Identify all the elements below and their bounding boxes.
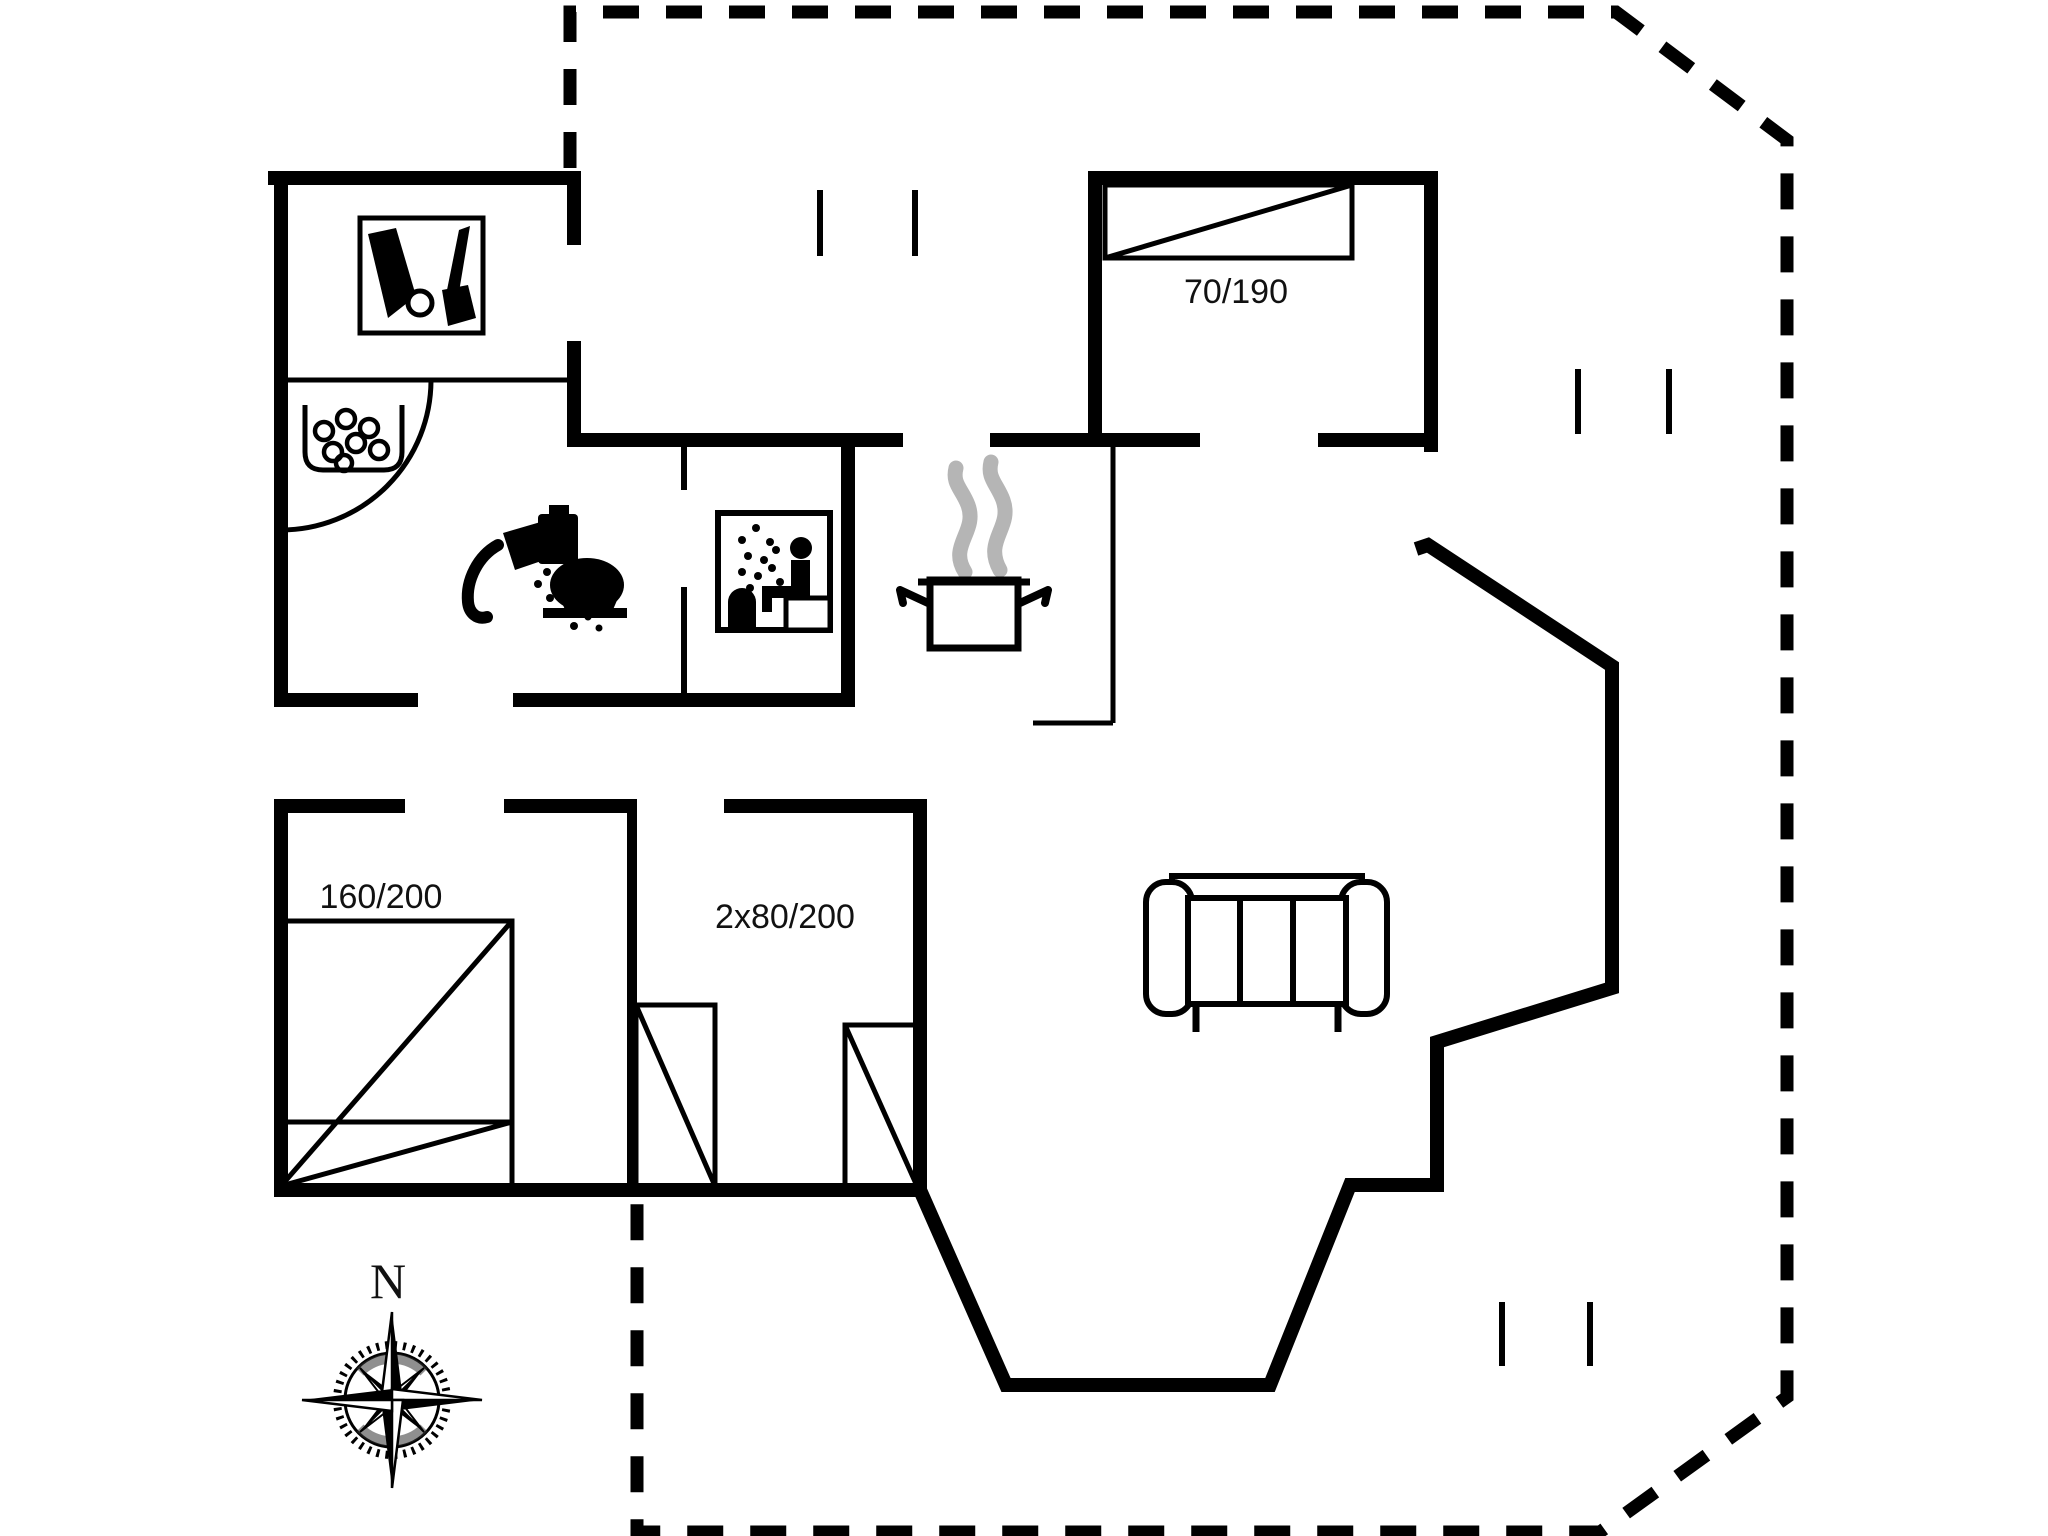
compass-north-label: N: [370, 1253, 406, 1309]
walls-lower-block: [274, 799, 927, 1197]
step-marker-icon: [817, 190, 1672, 1366]
door-swing-icon: [280, 379, 434, 533]
walls-living-room-bay: [913, 537, 1619, 1392]
double-bed-icon: [278, 918, 515, 1189]
cleaning-tools-icon: [357, 215, 486, 336]
sauna-icon: [715, 510, 833, 633]
bed-size-label: 160/200: [320, 878, 443, 916]
bubble-tray-icon: [302, 405, 405, 474]
toilet-icon: [538, 505, 627, 618]
compass-rose-icon: [301, 1311, 483, 1489]
steam-icon: [947, 454, 1013, 580]
twin-beds-icon: [633, 1002, 920, 1189]
bed-size-label: 70/190: [1184, 273, 1288, 311]
cooking-pot-icon: [896, 576, 1052, 652]
single-bed-icon: [1102, 182, 1355, 261]
bed-size-label: 2x80/200: [715, 898, 855, 936]
sofa-icon: [1143, 873, 1390, 1032]
walls-upper-block: [268, 171, 1438, 726]
terrace-dashed-boundary: [563, 5, 1794, 1536]
